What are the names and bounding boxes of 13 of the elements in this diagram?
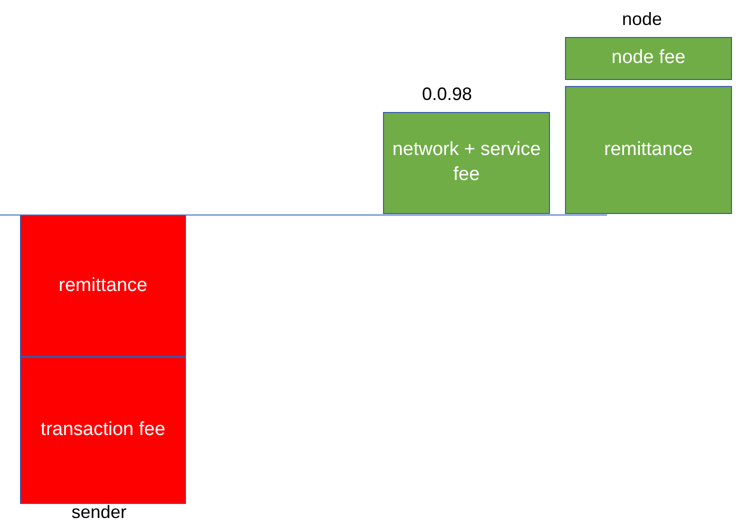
segment-label: transaction fee: [40, 418, 166, 442]
bar-segment: [383, 112, 550, 214]
bar-segment: [20, 357, 186, 504]
column-label: sender: [71, 502, 127, 523]
segment-label: node fee: [610, 46, 686, 70]
segment-label: remittance: [603, 138, 694, 162]
segment-label: remittance: [58, 274, 148, 298]
bar-segment: [565, 37, 732, 80]
segment-label: network + service fee: [391, 138, 542, 187]
bar-segment: [20, 215, 186, 357]
column-label: 0.0.98: [422, 84, 472, 105]
bar-segment: [565, 86, 732, 214]
column-label: node: [622, 9, 662, 30]
